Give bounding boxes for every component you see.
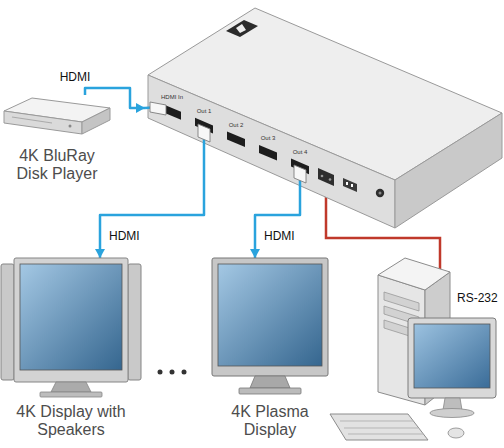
cable-label: HDMI bbox=[59, 70, 92, 84]
cable-line bbox=[100, 205, 204, 258]
hdmi-cable bbox=[95, 205, 204, 258]
arrowhead bbox=[95, 249, 105, 258]
display-device: 4K Display with Speakers bbox=[0, 258, 142, 442]
port-label: Out 3 bbox=[261, 135, 276, 142]
more-displays-dots bbox=[158, 370, 187, 375]
hdmi-ports bbox=[163, 104, 309, 174]
cable-label: HDMI bbox=[108, 229, 141, 243]
cable-label: HDMI bbox=[263, 229, 296, 243]
distribution-amplifier: HDMI In Out 1 Out 2 Out 3 Out 4 bbox=[145, 0, 502, 205]
port-label: Out 2 bbox=[229, 122, 244, 129]
computer bbox=[330, 258, 496, 440]
bluray-player-picture bbox=[2, 95, 112, 140]
port-label: Out 4 bbox=[293, 149, 308, 156]
arrowhead bbox=[250, 249, 260, 258]
rs232-terminal bbox=[318, 168, 334, 186]
device-caption: 4K Display with Speakers bbox=[0, 403, 142, 439]
plasma-display-picture bbox=[205, 258, 335, 398]
setup-switch bbox=[343, 178, 357, 192]
signal-label: RS-232 bbox=[456, 291, 499, 305]
device-caption: 4K BluRay Disk Player bbox=[7, 147, 107, 183]
hdmi-cable bbox=[250, 205, 300, 258]
source-device: 4K BluRay Disk Player bbox=[2, 95, 112, 195]
port-label: Out 1 bbox=[197, 108, 212, 115]
display-device: 4K Plasma Display bbox=[205, 258, 335, 442]
distribution-amplifier-picture bbox=[145, 0, 502, 240]
power-jack bbox=[376, 189, 384, 197]
cable-line bbox=[255, 205, 300, 258]
cable-stubs bbox=[145, 102, 306, 205]
display-with-speakers-picture bbox=[0, 258, 142, 398]
device-caption: 4K Plasma Display bbox=[215, 403, 325, 439]
arrowhead bbox=[136, 103, 145, 113]
port-label: HDMI In bbox=[161, 94, 183, 101]
